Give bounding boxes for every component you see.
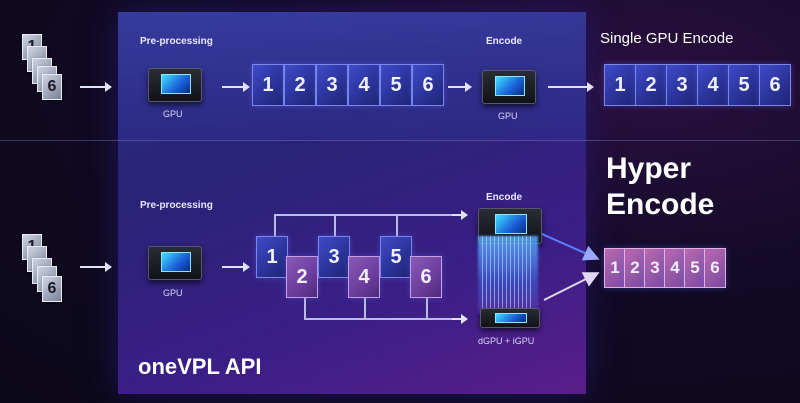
frame-tile: 3 — [318, 236, 350, 278]
gpu-chip-icon — [148, 246, 202, 280]
top-encode-gpu-label: GPU — [498, 111, 518, 121]
bottom-frame-sequence: 1 2 3 4 5 6 — [256, 236, 446, 302]
frame-tile: 3 — [316, 64, 348, 106]
top-output-frames: 1 2 3 4 5 6 — [604, 64, 794, 108]
routing-line-bottom-rise — [304, 298, 306, 320]
output-frame-tile: 5 — [728, 64, 760, 106]
output-frame-tile: 4 — [664, 248, 686, 288]
bottom-gpu-label: GPU — [163, 288, 183, 298]
gpu-chip-icon — [148, 68, 202, 102]
top-encode-label: Encode — [486, 36, 523, 47]
arrow-right-icon — [448, 82, 472, 92]
stack-frame-last: 6 — [42, 276, 62, 302]
routing-line-top — [274, 214, 454, 216]
output-frame-tile: 1 — [604, 248, 626, 288]
arrow-right-icon — [222, 82, 250, 92]
top-input-frame-stack: 1 6 — [18, 32, 78, 102]
top-frame-sequence: 1 2 3 4 5 6 — [252, 64, 444, 108]
merge-arrow-lower — [543, 272, 600, 301]
routing-line-bottom-rise — [364, 298, 366, 320]
top-preprocessing-label: Pre-processing — [140, 36, 213, 47]
onevpl-api-label: oneVPL API — [138, 354, 262, 379]
routing-line-top-drop — [274, 214, 276, 236]
frame-tile: 2 — [286, 256, 318, 298]
routing-line-top-drop — [396, 214, 398, 236]
arrow-right-icon — [452, 314, 468, 324]
output-frame-tile: 1 — [604, 64, 636, 106]
arrow-right-icon — [222, 262, 250, 272]
routing-line-bottom — [304, 318, 454, 320]
output-frame-tile: 6 — [759, 64, 791, 106]
bottom-preprocessing-label: Pre-processing — [140, 200, 213, 211]
arrow-right-icon — [548, 82, 594, 92]
gpu-chip-icon — [482, 70, 536, 104]
merge-arrows — [541, 233, 600, 301]
frame-tile: 6 — [410, 256, 442, 298]
arrow-right-icon — [80, 82, 112, 92]
bottom-encode-label: Encode — [486, 192, 523, 203]
section-divider — [0, 140, 800, 141]
igpu-chip-icon — [480, 308, 540, 328]
frame-tile: 4 — [348, 64, 380, 106]
routing-line-top-drop — [334, 214, 336, 236]
output-frame-tile: 3 — [644, 248, 666, 288]
frame-tile: 1 — [256, 236, 288, 278]
frame-tile: 4 — [348, 256, 380, 298]
output-frame-tile: 3 — [666, 64, 698, 106]
frame-tile: 1 — [252, 64, 284, 106]
frame-tile: 5 — [380, 236, 412, 278]
output-frame-tile: 2 — [635, 64, 667, 106]
output-frame-tile: 4 — [697, 64, 729, 106]
frame-tile: 5 — [380, 64, 412, 106]
hyper-encode-title-line2: Encode — [606, 188, 715, 221]
parallel-encode-stream — [482, 236, 534, 314]
bottom-output-frames: 1 2 3 4 5 6 — [604, 248, 744, 290]
hyper-encode-title-line1: Hyper — [606, 152, 692, 185]
output-frame-tile: 2 — [624, 248, 646, 288]
top-gpu-label: GPU — [163, 109, 183, 119]
arrow-right-icon — [80, 262, 112, 272]
encode-device-label: dGPU + iGPU — [478, 336, 535, 346]
routing-line-bottom-rise — [426, 298, 428, 320]
bottom-input-frame-stack: 1 6 — [18, 232, 78, 304]
single-gpu-encode-title: Single GPU Encode — [600, 30, 734, 47]
frame-tile: 6 — [412, 64, 444, 106]
arrow-right-icon — [452, 210, 468, 220]
output-frame-tile: 5 — [684, 248, 706, 288]
stack-frame-last: 6 — [42, 74, 62, 100]
output-frame-tile: 6 — [704, 248, 726, 288]
frame-tile: 2 — [284, 64, 316, 106]
merge-arrow-upper — [541, 233, 600, 261]
